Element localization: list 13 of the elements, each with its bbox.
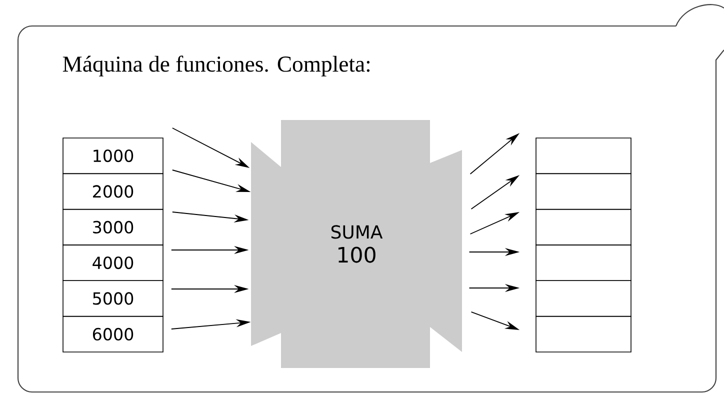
answer-cell [536, 244, 632, 282]
answer-cell [536, 173, 632, 210]
answer-cell [536, 138, 632, 174]
number-cell: 6000 [62, 316, 164, 352]
number-cell: 5000 [62, 280, 164, 317]
number-cell: 3000 [62, 208, 164, 246]
diagram-title: Máquina de funciones. Completa: [62, 56, 370, 76]
answer-cell [536, 316, 632, 352]
number-cell: 2000 [62, 173, 164, 210]
number-cell: 1000 [62, 138, 164, 174]
answer-cell [536, 208, 632, 246]
answer-cell [536, 280, 632, 317]
number-cell: 4000 [62, 244, 164, 282]
